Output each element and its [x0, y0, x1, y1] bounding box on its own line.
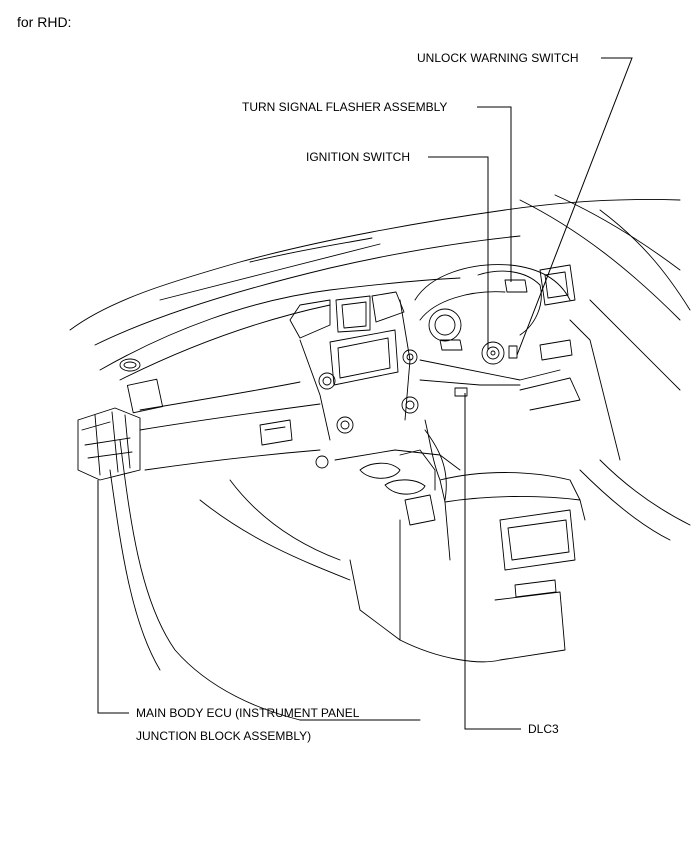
label-main-body-ecu-line2: JUNCTION BLOCK ASSEMBLY) — [136, 729, 312, 743]
leader-dlc3 — [464, 393, 521, 730]
leader-lines — [97, 57, 633, 730]
label-main-body-ecu-line1: MAIN BODY ECU (INSTRUMENT PANEL — [136, 706, 360, 720]
leader-unlock-warning-switch — [516, 57, 633, 356]
leader-ignition-switch — [428, 156, 489, 350]
dashboard-drawing — [69, 194, 691, 721]
leader-main-body-ecu — [97, 480, 129, 714]
label-turn-signal-flasher-assembly: TURN SIGNAL FLASHER ASSEMBLY — [242, 100, 448, 114]
label-unlock-warning-switch: UNLOCK WARNING SWITCH — [417, 51, 579, 65]
label-ignition-switch: IGNITION SWITCH — [306, 150, 410, 164]
variant-heading: for RHD: — [17, 14, 72, 30]
label-dlc3: DLC3 — [528, 722, 559, 736]
leader-turn-signal-flasher — [477, 106, 512, 282]
